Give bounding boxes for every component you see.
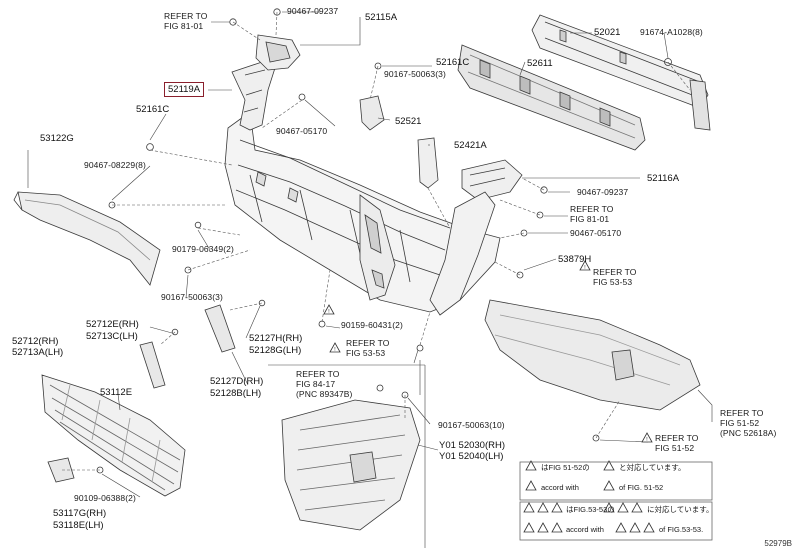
note-box-51-52 [519, 461, 713, 501]
refer-fig-label: FIG 53-53 [346, 348, 386, 358]
note-text: と対応しています。 [619, 463, 686, 472]
part-number-label: 90167-50063(10) [438, 420, 505, 430]
part-number-label: 90167-50063(3) [384, 69, 446, 79]
refer-label: REFER TO [655, 433, 699, 443]
note-text: はFIG 51-52の [541, 463, 590, 472]
part-number-label[interactable]: 52421A [454, 140, 487, 151]
part-number-label: 90109-06388(2) [74, 493, 136, 503]
stay-52421A [417, 137, 439, 189]
refer-pnc-label: (PNC 89347B) [296, 389, 353, 399]
part-number-label[interactable]: 52128G(LH) [249, 345, 302, 356]
part-number-label[interactable]: 52115A [365, 12, 398, 23]
part-number-label[interactable]: 52161C [436, 57, 470, 68]
refer-fig-label: FIG 81-01 [570, 214, 610, 224]
refer-fig-label: FIG 81-01 [164, 21, 204, 31]
note-text: of FIG.53-53. [659, 525, 704, 534]
energy-absorber-52611 [457, 44, 646, 151]
part-number-label: 90467-05170 [276, 126, 328, 136]
note-text: accord with [541, 483, 579, 492]
part-number-label: 90167-50063(3) [161, 292, 223, 302]
part-number-label: 90159-60431(2) [341, 320, 403, 330]
grille-53112E [41, 374, 186, 497]
note-text: of FIG. 51-52 [619, 483, 664, 492]
refer-label: REFER TO [720, 408, 764, 418]
note-text: に対応しています。 [647, 505, 714, 514]
note-text: はFIG.53-53の [566, 505, 615, 514]
part-number-label: 90467-05170 [570, 228, 622, 238]
part-number-label[interactable]: 52021 [594, 27, 621, 38]
refer-label: REFER TO [346, 338, 390, 348]
part-number-label[interactable]: Y01 52040(LH) [439, 451, 504, 462]
part-number-label[interactable]: 52611 [527, 58, 553, 69]
refer-label: REFER TO [570, 204, 614, 214]
bracket-52521 [359, 62, 385, 131]
part-number-label[interactable]: Y01 52030(RH) [439, 440, 506, 451]
refer-fig-label: FIG 51-52 [655, 443, 695, 453]
part-number-label[interactable]: 52116A [647, 173, 680, 184]
note-text: accord with [566, 525, 604, 534]
refer-pnc-label: (PNC 52618A) [720, 428, 777, 438]
part-number-label: 90179-06349(2) [172, 244, 234, 254]
highlighted-part-label: 52119A [168, 84, 201, 95]
bumper-retainer-frame [224, 111, 501, 313]
radiator-grille-52030 [281, 399, 421, 531]
refer-fig-label: FIG 51-52 [720, 418, 760, 428]
bracket-52115A [229, 8, 301, 71]
part-number-label[interactable]: 52713C(LH) [86, 331, 138, 342]
part-number-label[interactable]: 52161C [136, 104, 170, 115]
note-box-53-53 [519, 501, 713, 541]
bracket-52116A [461, 159, 523, 201]
side-retainer-right [429, 191, 496, 316]
bracket-52119A [231, 61, 276, 131]
svg-text:!: ! [584, 265, 585, 271]
refer-label: REFER TO [164, 11, 208, 21]
part-number-label: 90467-09237 [287, 6, 339, 16]
part-number-label[interactable]: 53118E(LH) [53, 520, 104, 531]
part-number-label: 90467-09237 [577, 187, 629, 197]
part-number-label[interactable]: 53112E [100, 387, 133, 398]
highlighted-part-52119A[interactable]: 52119A [164, 82, 205, 97]
under-cover-right [484, 299, 701, 411]
part-number-label[interactable]: 53117G(RH) [53, 508, 107, 519]
diagram-id: 52979B [764, 539, 792, 548]
part-number-label[interactable]: 52127D(RH) [210, 376, 264, 387]
reference-triangles [323, 260, 655, 533]
part-number-label[interactable]: 52713A(LH) [12, 347, 64, 358]
part-number-label[interactable]: 53122G [40, 133, 74, 144]
part-number-label[interactable]: 52712E(RH) [86, 319, 139, 330]
explode-lines [60, 11, 691, 471]
svg-text:!: ! [334, 347, 335, 353]
part-number-label: 90467-08229(8) [84, 160, 146, 170]
refer-label: REFER TO [593, 267, 637, 277]
lower-grille-53117G [47, 457, 104, 483]
part-number-label[interactable]: 52521 [395, 116, 422, 127]
part-number-label[interactable]: 52128B(LH) [210, 388, 262, 399]
part-number-label[interactable]: 53879H [558, 254, 592, 265]
lower-spoiler-53122G [13, 191, 161, 286]
svg-text:!: ! [646, 437, 647, 443]
part-number-label[interactable]: 52712(RH) [12, 336, 59, 347]
part-number-label: 91674-A1028(8) [640, 27, 703, 37]
leader-lines [27, 11, 713, 548]
refer-label: REFER TO [296, 369, 340, 379]
side-cover-52712 [139, 299, 266, 389]
part-number-label[interactable]: 52127H(RH) [249, 333, 303, 344]
svg-text:!: ! [328, 309, 329, 315]
refer-fig-label: FIG 53-53 [593, 277, 633, 287]
reinforcement-52021 [531, 14, 711, 131]
refer-fig-label: FIG 84-17 [296, 379, 336, 389]
